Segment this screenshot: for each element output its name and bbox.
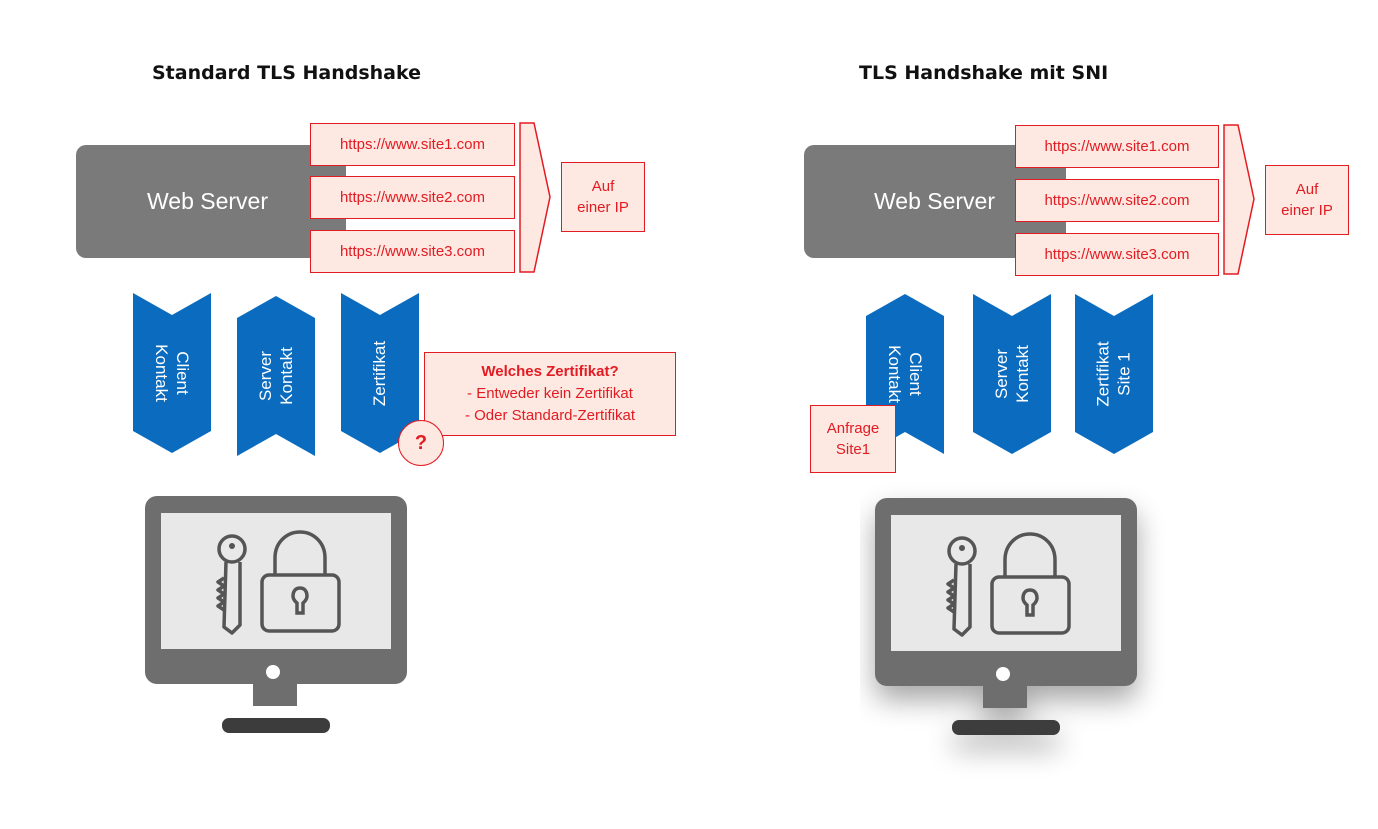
right-request-note-line1: Anfrage xyxy=(826,420,880,437)
left-brace-arrow xyxy=(519,122,551,273)
right-site-2: https://www.site2.com xyxy=(1015,179,1219,222)
left-site-3: https://www.site3.com xyxy=(310,230,515,273)
left-cert-note: Welches Zertifikat? - Entweder kein Zert… xyxy=(424,352,676,436)
left-monitor-icon xyxy=(145,496,407,733)
left-arrow-client-line2: Kontakt xyxy=(152,344,171,402)
left-web-server-label: Web Server xyxy=(147,188,269,214)
right-ip-note: Auf einer IP xyxy=(1265,165,1349,235)
right-key-icon xyxy=(946,536,977,637)
right-ip-note-line2: einer IP xyxy=(1281,202,1333,219)
right-arrow-client-line1: Client xyxy=(906,352,925,396)
left-arrow-server-line2: Kontakt xyxy=(277,347,296,405)
right-arrow-client-line2: Kontakt xyxy=(885,345,904,403)
right-ip-note-line1: Auf xyxy=(1295,181,1319,198)
left-ip-note-line1: Auf xyxy=(591,178,615,195)
left-arrow-cert-line1: Zertifikat xyxy=(370,340,390,406)
right-arrow-server xyxy=(973,294,1051,454)
right-arrow-cert-label-wrap: Zertifikat Site 1 xyxy=(1075,294,1153,454)
left-arrow-server xyxy=(237,296,315,456)
right-request-note-line2: Site1 xyxy=(835,441,871,458)
right-padlock-icon xyxy=(990,532,1071,635)
right-site-3: https://www.site3.com xyxy=(1015,233,1219,276)
right-site-1: https://www.site1.com xyxy=(1015,125,1219,168)
right-arrow-cert xyxy=(1075,294,1153,454)
right-arrow-server-line1: Server xyxy=(992,348,1011,400)
left-arrow-client-line1: Client xyxy=(173,351,192,395)
left-arrow-server-line1: Server xyxy=(256,350,275,402)
question-mark-icon: ? xyxy=(398,420,444,466)
right-monitor-icon xyxy=(875,498,1137,735)
left-arrow-cert xyxy=(341,293,419,453)
left-title: Standard TLS Handshake xyxy=(152,62,422,84)
right-arrow-server-line2: Kontakt xyxy=(1013,345,1032,403)
left-site-2: https://www.site2.com xyxy=(310,176,515,219)
left-key-icon xyxy=(216,534,247,635)
right-arrow-cert-line1: Zertifikat xyxy=(1094,341,1113,407)
left-site-1: https://www.site1.com xyxy=(310,123,515,166)
left-padlock-icon xyxy=(260,530,341,633)
left-cert-note-line2: - Oder Standard-Zertifikat xyxy=(464,407,636,424)
left-cert-note-line1: - Entweder kein Zertifikat xyxy=(467,385,633,402)
left-ip-note-line2: einer IP xyxy=(577,199,629,216)
right-arrow-server-label-wrap: Server Kontakt xyxy=(973,294,1051,454)
right-arrow-cert-line2: Site 1 xyxy=(1115,352,1134,396)
right-title: TLS Handshake mit SNI xyxy=(859,62,1109,84)
left-arrow-server-label-wrap: Server Kontakt xyxy=(237,296,315,456)
left-cert-note-heading: Welches Zertifikat? xyxy=(481,363,619,380)
right-brace-arrow xyxy=(1223,124,1255,275)
left-ip-note: Auf einer IP xyxy=(561,162,645,232)
right-request-note: Anfrage Site1 xyxy=(810,405,896,473)
right-web-server-label: Web Server xyxy=(874,188,996,214)
left-web-server: Web Server xyxy=(76,145,346,258)
left-arrow-client-label-wrap: Client Kontakt xyxy=(133,293,211,453)
left-arrow-client xyxy=(133,293,211,453)
